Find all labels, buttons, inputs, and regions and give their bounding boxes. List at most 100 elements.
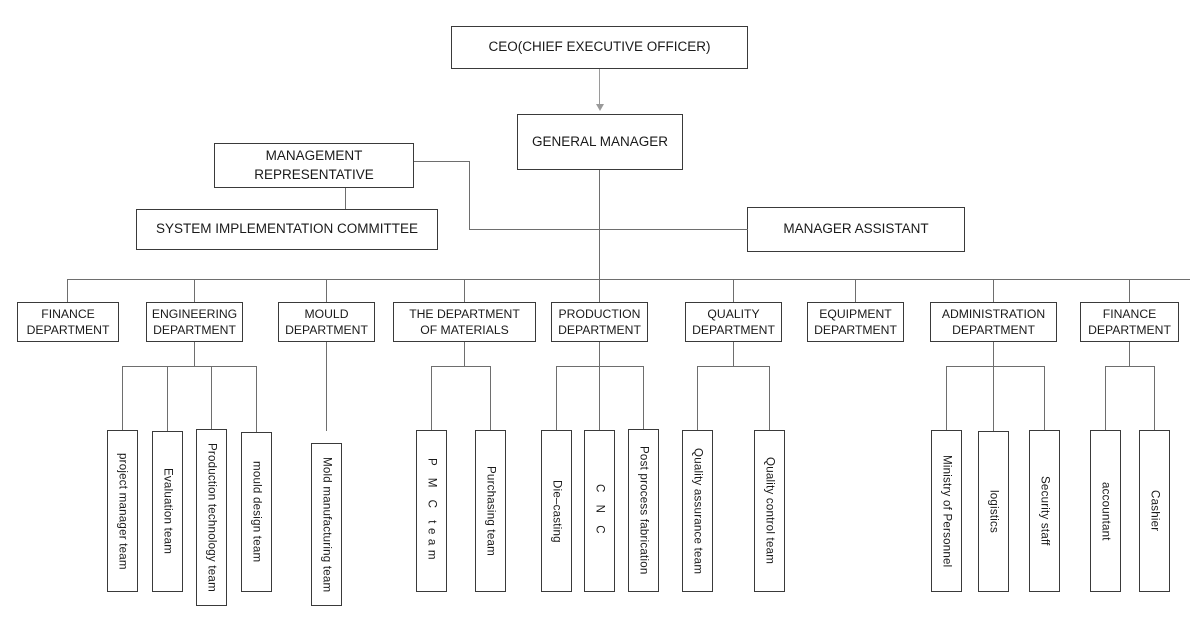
dept-equipment-label: EQUIPMENT DEPARTMENT (814, 306, 897, 337)
subbus-engineering (122, 366, 257, 367)
team-evaluation-team[interactable]: Evaluation team (152, 431, 183, 592)
subbus-administration (946, 366, 1044, 367)
team-die-casting[interactable]: Die–casting (541, 430, 572, 592)
dept-administration-label: ADMINISTRATION DEPARTMENT (941, 306, 1046, 337)
dept-drop-materials (464, 279, 465, 302)
team-mold-manufacturing-team[interactable]: Mold manufacturing team (311, 443, 342, 606)
team-pmc-team-label: P M C team (425, 458, 439, 564)
team-production-technology-team-label: Production technology team (205, 443, 219, 592)
team-drop-production-technology-team (211, 366, 212, 429)
team-drop-cnc (599, 366, 600, 430)
dept-drop-finance-2 (1129, 279, 1130, 302)
team-purchasing-team[interactable]: Purchasing team (475, 430, 506, 592)
team-mould-design-team[interactable]: mould design team (241, 432, 272, 592)
team-cnc-label: C N C (593, 483, 607, 539)
node-ceo[interactable]: CEO(CHIEF EXECUTIVE OFFICER) (451, 26, 748, 69)
subbus-materials (431, 366, 491, 367)
dept-quality-label: QUALITY DEPARTMENT (692, 306, 775, 337)
connector-ceo-to-gm (599, 69, 600, 106)
dept-drop-quality (733, 279, 734, 302)
team-logistics-label: logistics (987, 489, 1001, 534)
team-post-process-fabrication[interactable]: Post process fabrication (628, 429, 659, 592)
dept-production[interactable]: PRODUCTION DEPARTMENT (551, 302, 648, 342)
subbus-production (556, 366, 644, 367)
team-drop-logistics (993, 366, 994, 431)
dept-equipment[interactable]: EQUIPMENT DEPARTMENT (807, 302, 904, 342)
team-drop-pmc-team (431, 366, 432, 430)
team-security-staff-label: Security staff (1038, 476, 1052, 546)
dept-drop-engineering (194, 279, 195, 302)
team-project-manager-team-label: project manager team (116, 452, 130, 570)
dept-engineering-label: ENGINEERING DEPARTMENT (151, 306, 238, 337)
node-manager-assistant[interactable]: MANAGER ASSISTANT (747, 207, 965, 252)
team-project-manager-team[interactable]: project manager team (107, 430, 138, 592)
team-drop-purchasing-team (490, 366, 491, 430)
node-management-representative[interactable]: MANAGEMENT REPRESENTATIVE (214, 143, 414, 188)
team-drop-quality-assurance-team (697, 366, 698, 430)
subtrunk-engineering (194, 342, 195, 367)
team-drop-accountant (1105, 366, 1106, 430)
team-evaluation-team-label: Evaluation team (161, 468, 175, 555)
subtrunk-materials (464, 342, 465, 367)
node-general-manager-label: GENERAL MANAGER (531, 133, 669, 149)
dept-drop-equipment (855, 279, 856, 302)
dept-quality[interactable]: QUALITY DEPARTMENT (685, 302, 782, 342)
dept-drop-administration (993, 279, 994, 302)
dept-mould-label: MOULD DEPARTMENT (285, 306, 368, 337)
dept-materials[interactable]: THE DEPARTMENT OF MATERIALS (393, 302, 536, 342)
team-accountant[interactable]: accountant (1090, 430, 1121, 592)
node-management-representative-label: MANAGEMENT REPRESENTATIVE (254, 148, 374, 182)
subtrunk-finance-2 (1129, 342, 1130, 367)
team-drop-die-casting (556, 366, 557, 430)
team-security-staff[interactable]: Security staff (1029, 430, 1060, 592)
subtrunk-production (599, 342, 600, 367)
team-accountant-label: accountant (1099, 481, 1113, 541)
team-logistics[interactable]: logistics (978, 431, 1009, 592)
arrow-head-ceo-to-gm (596, 104, 604, 111)
team-quality-assurance-team-label: Quality assurance team (691, 447, 705, 575)
team-post-process-fabrication-label: Post process fabrication (637, 446, 651, 575)
team-drop-post-process-fabrication (643, 366, 644, 429)
team-quality-control-team[interactable]: Quality control team (754, 430, 785, 592)
dept-administration[interactable]: ADMINISTRATION DEPARTMENT (930, 302, 1057, 342)
team-quality-control-team-label: Quality control team (763, 457, 777, 565)
dept-finance-1-label: FINANCE DEPARTMENT (26, 306, 110, 337)
team-drop-security-staff (1044, 366, 1045, 430)
team-purchasing-team-label: Purchasing team (484, 466, 498, 556)
dept-production-label: PRODUCTION DEPARTMENT (558, 306, 641, 337)
team-pmc-team[interactable]: P M C team (416, 430, 447, 592)
subbus-finance-2 (1105, 366, 1154, 367)
connector-mr-drop (469, 161, 470, 229)
node-system-implementation-committee[interactable]: SYSTEM IMPLEMENTATION COMMITTEE (136, 209, 438, 250)
dept-finance-1[interactable]: FINANCE DEPARTMENT (17, 302, 119, 342)
dept-mould[interactable]: MOULD DEPARTMENT (278, 302, 375, 342)
node-manager-assistant-label: MANAGER ASSISTANT (783, 221, 929, 237)
dept-drop-production (599, 279, 600, 302)
team-cashier[interactable]: Cashier (1139, 430, 1170, 592)
team-die-casting-label: Die–casting (550, 479, 564, 543)
dept-finance-2-label: FINANCE DEPARTMENT (1088, 306, 1171, 337)
department-bus (67, 279, 1190, 280)
dept-finance-2[interactable]: FINANCE DEPARTMENT (1080, 302, 1179, 342)
dept-engineering[interactable]: ENGINEERING DEPARTMENT (146, 302, 243, 342)
team-cashier-label: Cashier (1148, 490, 1162, 532)
node-ceo-label: CEO(CHIEF EXECUTIVE OFFICER) (488, 39, 711, 55)
team-drop-project-manager-team (122, 366, 123, 430)
team-drop-mould-design-team (256, 366, 257, 432)
team-cnc[interactable]: C N C (584, 430, 615, 592)
node-system-implementation-committee-label: SYSTEM IMPLEMENTATION COMMITTEE (155, 221, 418, 237)
dept-drop-finance-1 (67, 279, 68, 302)
team-quality-assurance-team[interactable]: Quality assurance team (682, 430, 713, 592)
connector-mr-to-sic (345, 188, 346, 209)
team-drop-ministry-of-personnel (946, 366, 947, 430)
subbus-quality (697, 366, 770, 367)
node-general-manager[interactable]: GENERAL MANAGER (517, 114, 683, 170)
team-drop-evaluation-team (167, 366, 168, 431)
team-ministry-of-personnel[interactable]: Ministry of Personnel (931, 430, 962, 592)
subtrunk-quality (733, 342, 734, 367)
team-production-technology-team[interactable]: Production technology team (196, 429, 227, 606)
connector-mr-right-stub (414, 161, 470, 162)
team-mould-design-team-label: mould design team (250, 461, 264, 563)
connector-gm-trunk (599, 170, 600, 280)
